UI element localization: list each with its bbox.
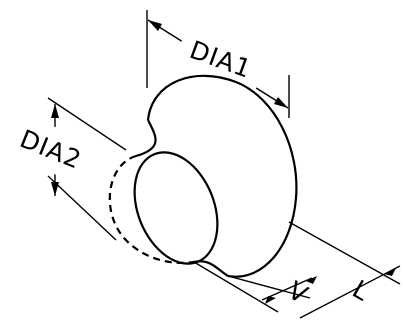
l-label: L [348,274,375,307]
dia1-arrow-right [274,97,288,108]
l-arrow [384,268,396,276]
dia2-extension-top [47,97,127,151]
dia2-extension-bottom [47,175,117,241]
dia1-arrow-left [148,20,162,31]
v-arrow-1 [265,296,276,304]
v-extension-1 [193,261,279,313]
v-arrow-2 [306,276,317,284]
dia2-dimension: DIA2 [0,97,127,241]
small-end-face [133,151,219,265]
l-dimension-line [299,265,401,319]
large-end-outline [146,74,298,278]
v-extension-2 [227,275,311,299]
l-dimension: L [288,221,401,319]
dia2-arrow-bottom [51,182,59,196]
cone-edge-bottom [193,260,229,277]
reducer-body [108,74,311,313]
v-dimension-line [261,277,313,301]
hidden-edge [108,154,195,264]
dia1-dimension: DIA1 [146,10,290,118]
cone-edge-top [135,119,157,158]
l-extension [288,221,401,285]
dia2-arrow-top [51,104,59,118]
v-dimension: V [261,276,317,310]
